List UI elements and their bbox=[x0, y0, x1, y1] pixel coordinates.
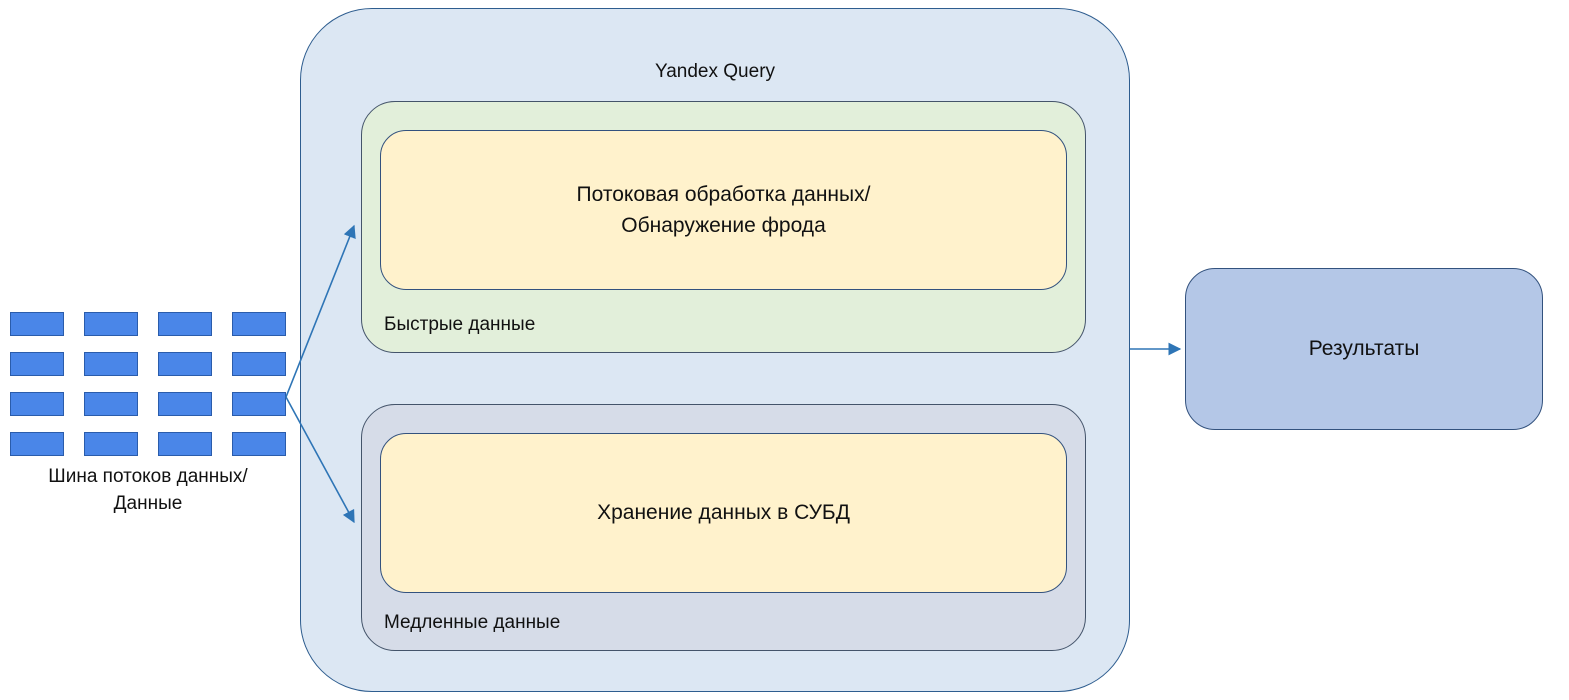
data-block bbox=[84, 312, 138, 336]
slow-data-section: Хранение данных в СУБД Медленные данные bbox=[361, 404, 1086, 651]
yandex-query-title: Yandex Query bbox=[654, 61, 776, 82]
data-block bbox=[10, 392, 64, 416]
results-box: Результаты bbox=[1185, 268, 1543, 430]
results-label: Результаты bbox=[1308, 337, 1420, 360]
data-block bbox=[158, 432, 212, 456]
data-bus-label-line1: Шина потоков данных/ bbox=[48, 466, 248, 487]
data-block bbox=[158, 392, 212, 416]
dbms-storage-label: Хранение данных в СУБД bbox=[597, 501, 850, 525]
stream-processing-line1: Потоковая обработка данных/ bbox=[576, 182, 871, 206]
stream-processing-box: Потоковая обработка данных/ Обнаружение … bbox=[380, 130, 1067, 290]
data-block bbox=[10, 352, 64, 376]
data-block bbox=[232, 312, 286, 336]
stream-processing-line2: Обнаружение фрода bbox=[621, 214, 826, 237]
data-block bbox=[232, 352, 286, 376]
dbms-storage-box: Хранение данных в СУБД bbox=[380, 433, 1067, 593]
data-block bbox=[158, 312, 212, 336]
data-block bbox=[10, 432, 64, 456]
data-block bbox=[10, 312, 64, 336]
data-block bbox=[232, 392, 286, 416]
data-block bbox=[232, 432, 286, 456]
data-block bbox=[84, 352, 138, 376]
data-block bbox=[84, 432, 138, 456]
data-block bbox=[84, 392, 138, 416]
data-bus-label: Шина потоков данных/ Данные bbox=[0, 464, 296, 517]
fast-data-label: Быстрые данные bbox=[384, 314, 536, 335]
slow-data-label: Медленные данные bbox=[384, 612, 561, 633]
yandex-query-container: Yandex Query Потоковая обработка данных/… bbox=[300, 8, 1130, 692]
data-bus-label-line2: Данные bbox=[113, 492, 183, 514]
fast-data-section: Потоковая обработка данных/ Обнаружение … bbox=[361, 101, 1086, 353]
data-block bbox=[158, 352, 212, 376]
data-bus-grid bbox=[10, 312, 286, 456]
